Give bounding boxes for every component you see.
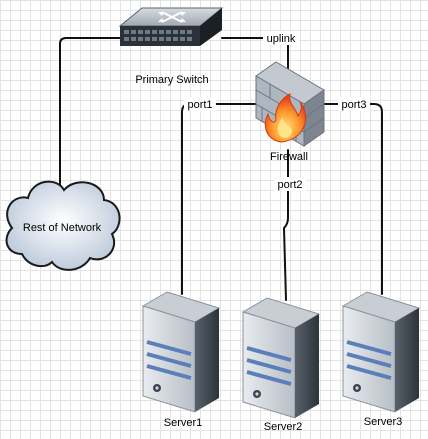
- link-labels: uplink port1 port3 port2: [184, 31, 370, 191]
- server3-node[interactable]: [341, 291, 421, 413]
- server2-node[interactable]: [241, 297, 321, 419]
- cloud-node[interactable]: Rest of Network: [5, 180, 121, 271]
- cloud-icon: [5, 180, 121, 271]
- server3-label: Server3: [364, 416, 403, 428]
- firewall-node[interactable]: Firewall: [255, 61, 325, 163]
- link-firewall-server3-port3: [317, 103, 383, 295]
- link-switch-cloud: [59, 37, 125, 189]
- server1-node[interactable]: [141, 291, 221, 413]
- port1-label: port1: [187, 99, 212, 111]
- firewall-icon: [255, 61, 325, 147]
- network-switch-icon: [118, 7, 224, 46]
- switch-label: Primary Switch: [135, 74, 208, 86]
- link-firewall-server2-port2: [283, 149, 289, 301]
- server-icon: [341, 291, 421, 413]
- server-icon: [241, 297, 321, 419]
- cloud-label: Rest of Network: [23, 222, 102, 234]
- uplink-label: uplink: [267, 33, 296, 45]
- firewall-label: Firewall: [270, 151, 308, 163]
- connectors: [59, 37, 383, 301]
- switch-node[interactable]: Primary Switch: [118, 7, 224, 86]
- link-firewall-server1-port1: [181, 103, 259, 295]
- server1-label: Server1: [164, 417, 203, 429]
- port2-label: port2: [277, 179, 302, 191]
- server-icon: [141, 291, 221, 413]
- server2-label: Server2: [264, 421, 303, 433]
- port3-label: port3: [341, 99, 366, 111]
